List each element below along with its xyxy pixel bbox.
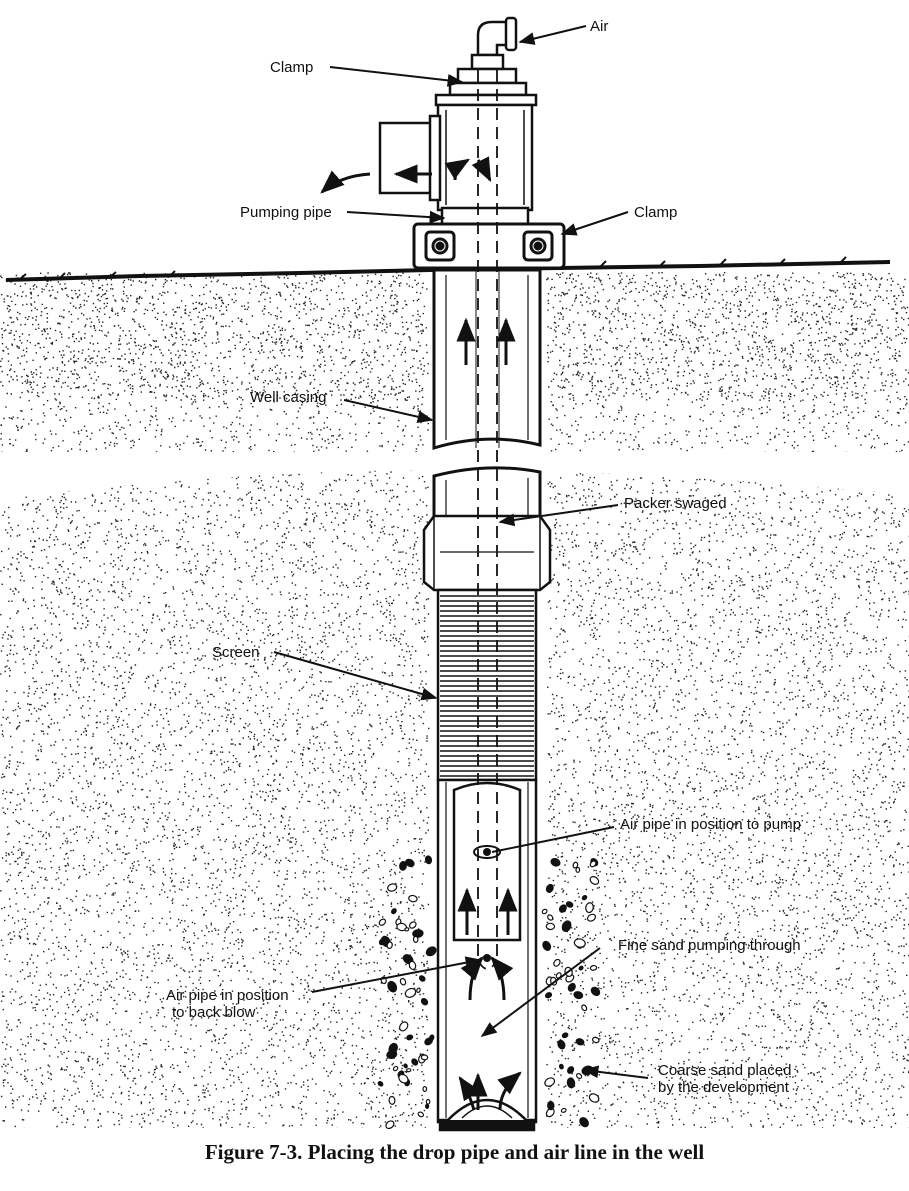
label-screen: Screen — [212, 644, 260, 661]
pumping-pipe-outlet — [378, 114, 442, 202]
screen-slots — [440, 595, 534, 777]
label-air-pipe-back-2: to back blow — [172, 1004, 256, 1021]
packer — [422, 514, 552, 592]
label-air-pipe-pump: Air pipe in position to pump — [620, 816, 801, 833]
label-well-casing: Well casing — [250, 389, 326, 406]
bottom-plug — [438, 1098, 536, 1132]
soil-upper-layer — [0, 272, 909, 452]
air-pipe-back-dot — [483, 954, 491, 962]
label-packer-swaged: Packer swaged — [624, 495, 727, 512]
well-casing-upper — [432, 268, 542, 451]
label-coarse-sand-2: by the development — [658, 1079, 790, 1096]
label-clamp-right: Clamp — [634, 204, 677, 221]
casing-clamp — [412, 222, 566, 270]
air-line-dashed — [475, 70, 500, 970]
ground-surface — [5, 260, 891, 282]
pump-head-body — [436, 103, 534, 212]
figure-caption: Figure 7-3. Placing the drop pipe and ai… — [204, 1140, 705, 1164]
top-clamp-fitting — [434, 67, 538, 107]
label-air-pipe-back-1: Air pipe in position — [166, 987, 289, 1004]
soil-lower-layer — [0, 470, 909, 1128]
label-air: Air — [590, 18, 608, 35]
label-fine-sand: Fine sand pumping through — [618, 937, 801, 954]
label-coarse-sand-1: Coarse sand placed — [658, 1062, 791, 1079]
flow-arrows — [320, 156, 522, 1111]
pump-head-collar — [440, 206, 530, 226]
air-pipe-pump-dot — [483, 848, 491, 856]
label-clamp-top: Clamp — [270, 59, 313, 76]
ground-grass — [19, 256, 847, 280]
label-pumping-pipe: Pumping pipe — [240, 204, 332, 221]
leader-lines — [273, 25, 649, 1079]
air-elbow-fitting — [470, 16, 518, 71]
coarse-sand-gravel — [377, 855, 601, 1130]
inner-drop-pipe — [452, 781, 522, 942]
